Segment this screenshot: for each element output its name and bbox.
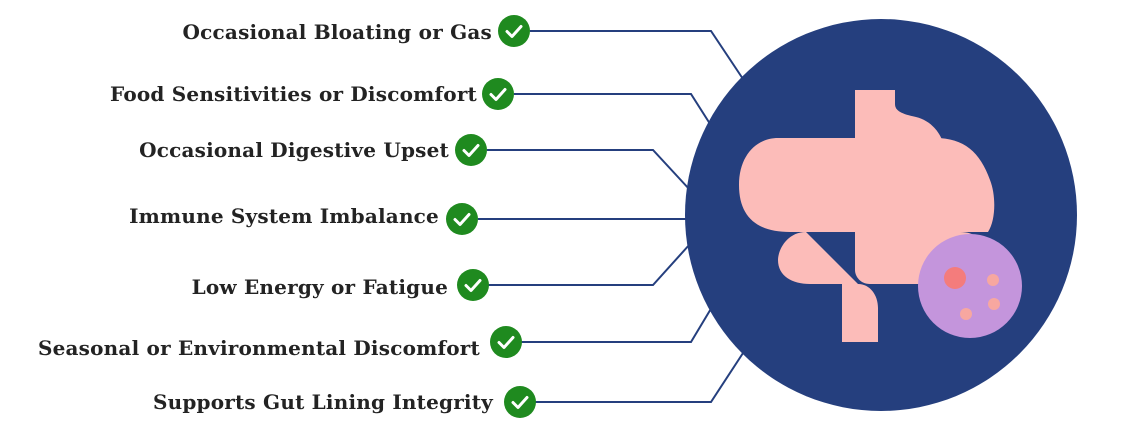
- check-circle-icon: [482, 78, 514, 110]
- benefit-label: Low Energy or Fatigue: [191, 275, 448, 299]
- benefit-item-1: Occasional Bloating or Gas: [0, 20, 492, 44]
- benefit-item-7: Supports Gut Lining Integrity: [0, 390, 493, 414]
- benefit-label: Occasional Bloating or Gas: [182, 20, 492, 44]
- gut-illustration: [685, 19, 1077, 411]
- connector-line-3: [487, 149, 691, 191]
- benefit-label: Occasional Digestive Upset: [139, 138, 449, 162]
- benefit-label: Food Sensitivities or Discomfort: [110, 82, 477, 106]
- benefit-item-3: Occasional Digestive Upset: [0, 138, 449, 162]
- connector-line-2: [514, 93, 713, 128]
- benefit-label: Immune System Imbalance: [129, 204, 439, 228]
- benefit-item-5: Low Energy or Fatigue: [0, 275, 448, 299]
- benefit-item-2: Food Sensitivities or Discomfort: [0, 82, 477, 106]
- connector-line-1: [530, 30, 746, 83]
- connector-line-6: [521, 306, 713, 343]
- connector-line-5: [488, 243, 691, 286]
- microbe-cell-icon: [918, 234, 1022, 338]
- check-circle-icon: [490, 326, 522, 358]
- benefit-label: Seasonal or Environmental Discomfort: [37, 336, 480, 360]
- check-circle-icon: [455, 134, 487, 166]
- benefit-label: Supports Gut Lining Integrity: [152, 390, 493, 414]
- check-circle-icon: [457, 269, 489, 301]
- check-circle-icon: [446, 203, 478, 235]
- benefit-item-4: Immune System Imbalance: [0, 204, 439, 228]
- check-circle-icon: [498, 15, 530, 47]
- connector-line-7: [535, 349, 746, 403]
- check-circle-icon: [504, 386, 536, 418]
- benefit-item-6: Seasonal or Environmental Discomfort: [0, 336, 480, 360]
